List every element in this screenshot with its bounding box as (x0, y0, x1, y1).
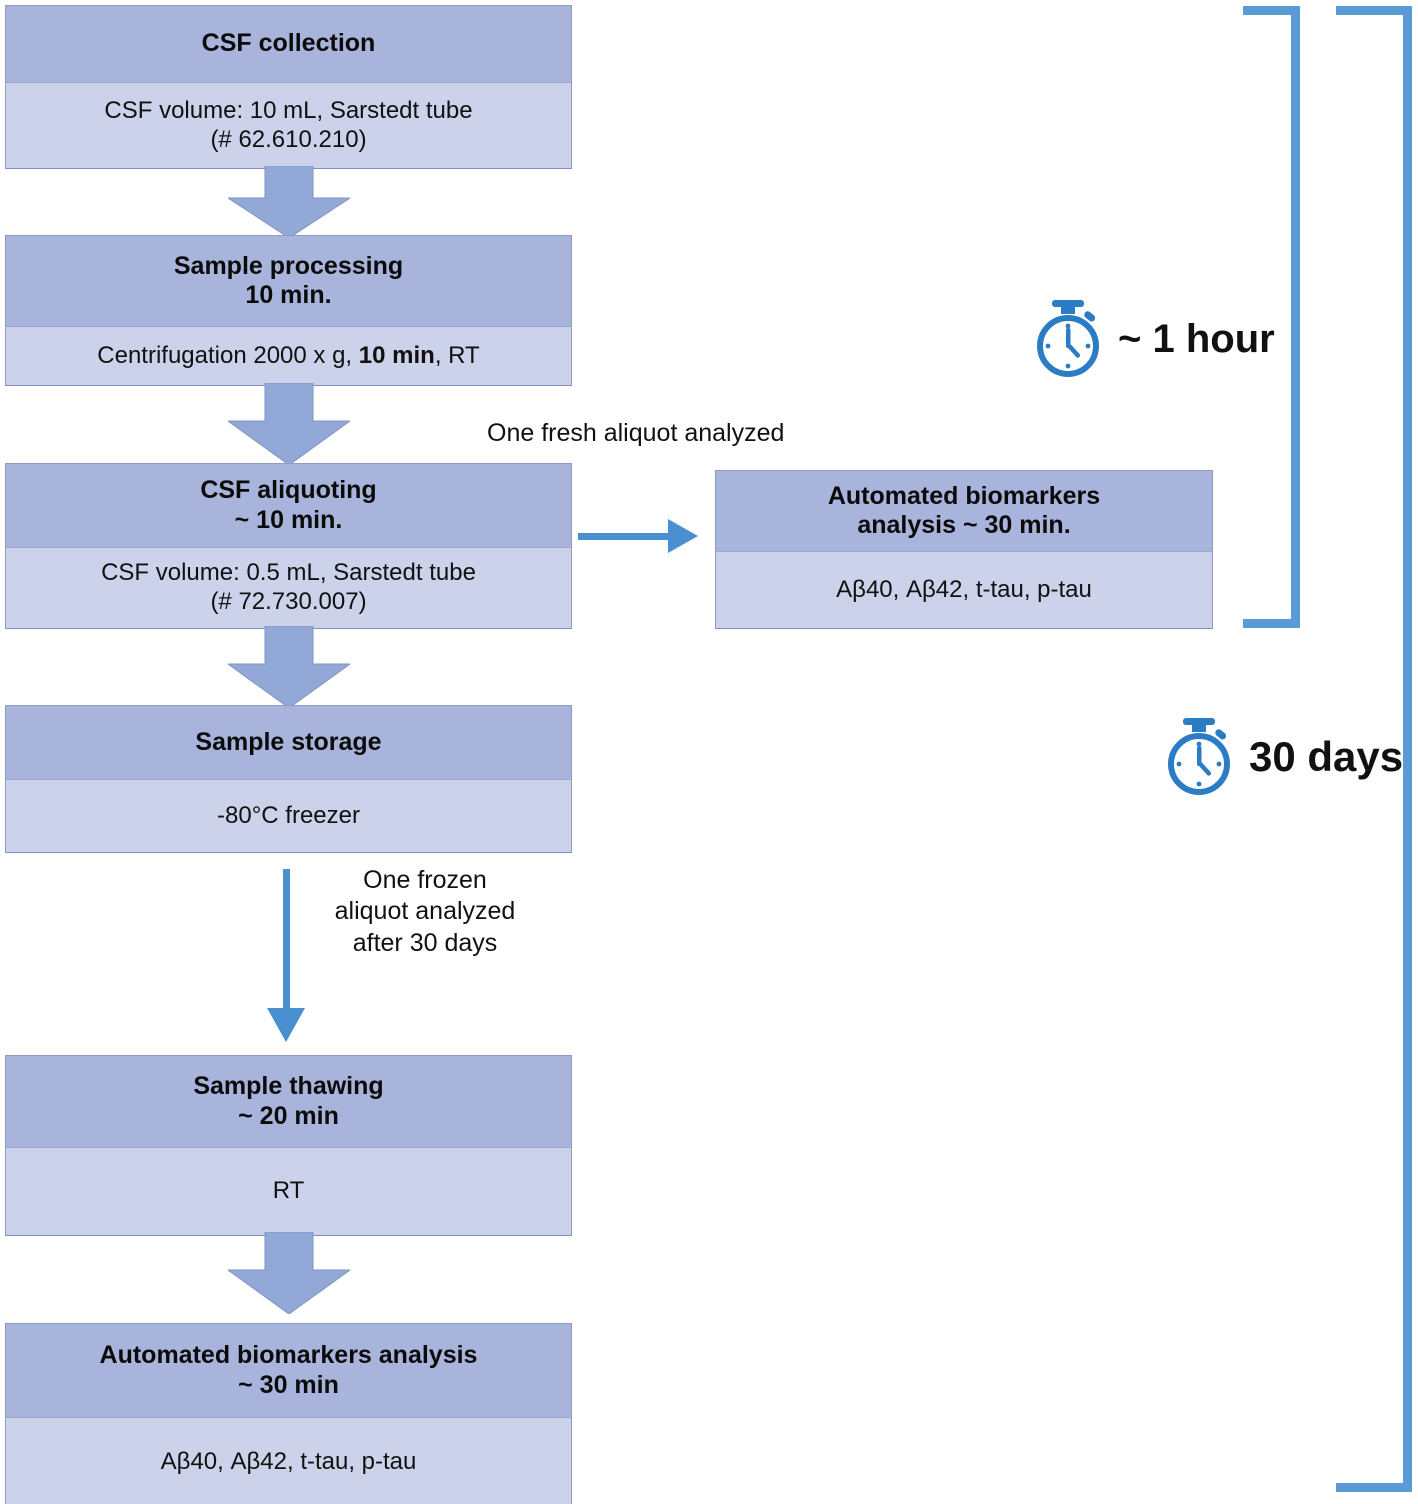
step-header-sample-processing: Sample processing 10 min. (6, 236, 571, 327)
step-body-line-2: (# 72.730.007) (210, 588, 367, 615)
step-body-csf-aliquoting: CSF volume: 0.5 mL, Sarstedt tube (# 72.… (6, 548, 571, 628)
timer-one-hour: ~ 1 hour (1032, 300, 1275, 378)
bracket-one-hour (1243, 6, 1300, 628)
step-body-line-1: CSF volume: 0.5 mL, Sarstedt tube (101, 559, 476, 587)
label-one-frozen-aliquot-analyzed: One frozen aliquot analyzed after 30 day… (334, 866, 516, 957)
connector-aliquoting-to-fresh-analysis-arrowhead (668, 519, 698, 553)
step-body-sample-thawing: RT (6, 1148, 571, 1235)
step-box-frozen-automated-analysis: Automated biomarkers analysis ~ 30 min A… (5, 1323, 572, 1504)
step-body-rt: RT (272, 1177, 305, 1205)
step-header-fresh-analysis: Automated biomarkers analysis ~ 30 min. (716, 471, 1212, 552)
timer-thirty-days: 30 days (1163, 718, 1403, 796)
step-body-biomarkers: Aβ40, Aβ42, t-tau, p-tau (836, 575, 1092, 603)
step-body-sample-storage: -80°C freezer (6, 780, 571, 852)
step-header-sample-thawing: Sample thawing ~ 20 min (6, 1056, 571, 1148)
connector-storage-to-thawing-arrowhead (267, 1008, 305, 1042)
centrifugation-prefix: Centrifugation 2000 x g, (97, 341, 359, 369)
centrifugation-duration: 10 min (358, 341, 435, 369)
step-header-csf-aliquoting: CSF aliquoting ~ 10 min. (6, 464, 571, 548)
step-title-line-1: Automated biomarkers analysis (99, 1341, 478, 1369)
step-body-csf-collection: CSF volume: 10 mL, Sarstedt tube (# 62.6… (6, 83, 571, 168)
centrifugation-suffix: , RT (434, 341, 480, 369)
block-arrow-aliquoting-to-storage (228, 626, 350, 708)
step-box-sample-storage: Sample storage -80°C freezer (5, 705, 572, 852)
step-box-sample-processing: Sample processing 10 min. Centrifugation… (5, 235, 572, 385)
step-title-line-2: 10 min. (245, 281, 332, 309)
step-title-line-2: analysis ~ 30 min. (857, 511, 1071, 539)
step-box-csf-collection: CSF collection CSF volume: 10 mL, Sarste… (5, 5, 572, 168)
timer-label-thirty-days: 30 days (1249, 733, 1404, 780)
step-box-fresh-automated-analysis: Automated biomarkers analysis ~ 30 min. … (715, 470, 1213, 628)
step-box-sample-thawing: Sample thawing ~ 20 min RT (5, 1055, 572, 1235)
step-header-sample-storage: Sample storage (6, 706, 571, 780)
step-title-line-1: Sample thawing (193, 1072, 384, 1100)
step-title-line-2: ~ 20 min (238, 1101, 339, 1130)
step-body-biomarkers: Aβ40, Aβ42, t-tau, p-tau (160, 1447, 417, 1475)
step-title-line-2: ~ 10 min. (234, 505, 343, 534)
step-title-line-1: Automated biomarkers (827, 481, 1101, 510)
step-body-line-1: CSF volume: 10 mL, Sarstedt tube (104, 96, 473, 124)
block-arrow-processing-to-aliquoting (228, 383, 350, 465)
step-title-sample-storage: Sample storage (195, 727, 382, 756)
step-body-freezer: -80°C freezer (217, 801, 360, 829)
connector-storage-to-thawing-line (283, 869, 290, 1013)
block-arrow-collection-to-processing (228, 166, 350, 238)
connector-aliquoting-to-fresh-analysis-line (578, 533, 670, 540)
label-one-fresh-aliquot-analyzed: One fresh aliquot analyzed (487, 419, 785, 447)
step-title-line-1: CSF aliquoting (200, 476, 377, 504)
step-title-line-1: Sample processing (173, 251, 404, 280)
step-header-csf-collection: CSF collection (6, 6, 571, 83)
step-box-csf-aliquoting: CSF aliquoting ~ 10 min. CSF volume: 0.5… (5, 463, 572, 628)
stopwatch-icon (1163, 718, 1237, 796)
bracket-thirty-days (1336, 6, 1412, 1492)
step-body-fresh-analysis: Aβ40, Aβ42, t-tau, p-tau (716, 552, 1212, 628)
step-body-line-2: (# 62.610.210) (210, 125, 367, 153)
step-title-line-2: ~ 30 min (238, 1370, 339, 1399)
step-body-frozen-analysis: Aβ40, Aβ42, t-tau, p-tau (6, 1418, 571, 1504)
step-body-sample-processing: Centrifugation 2000 x g, 10 min, RT (6, 327, 571, 385)
block-arrow-thawing-to-analysis (228, 1232, 350, 1314)
step-header-frozen-analysis: Automated biomarkers analysis ~ 30 min (6, 1324, 571, 1418)
stopwatch-icon (1032, 300, 1106, 378)
step-body-centrifugation: Centrifugation 2000 x g, 10 min, RT (97, 342, 479, 371)
step-title-csf-collection: CSF collection (201, 29, 376, 58)
timer-label-one-hour: ~ 1 hour (1118, 316, 1275, 361)
